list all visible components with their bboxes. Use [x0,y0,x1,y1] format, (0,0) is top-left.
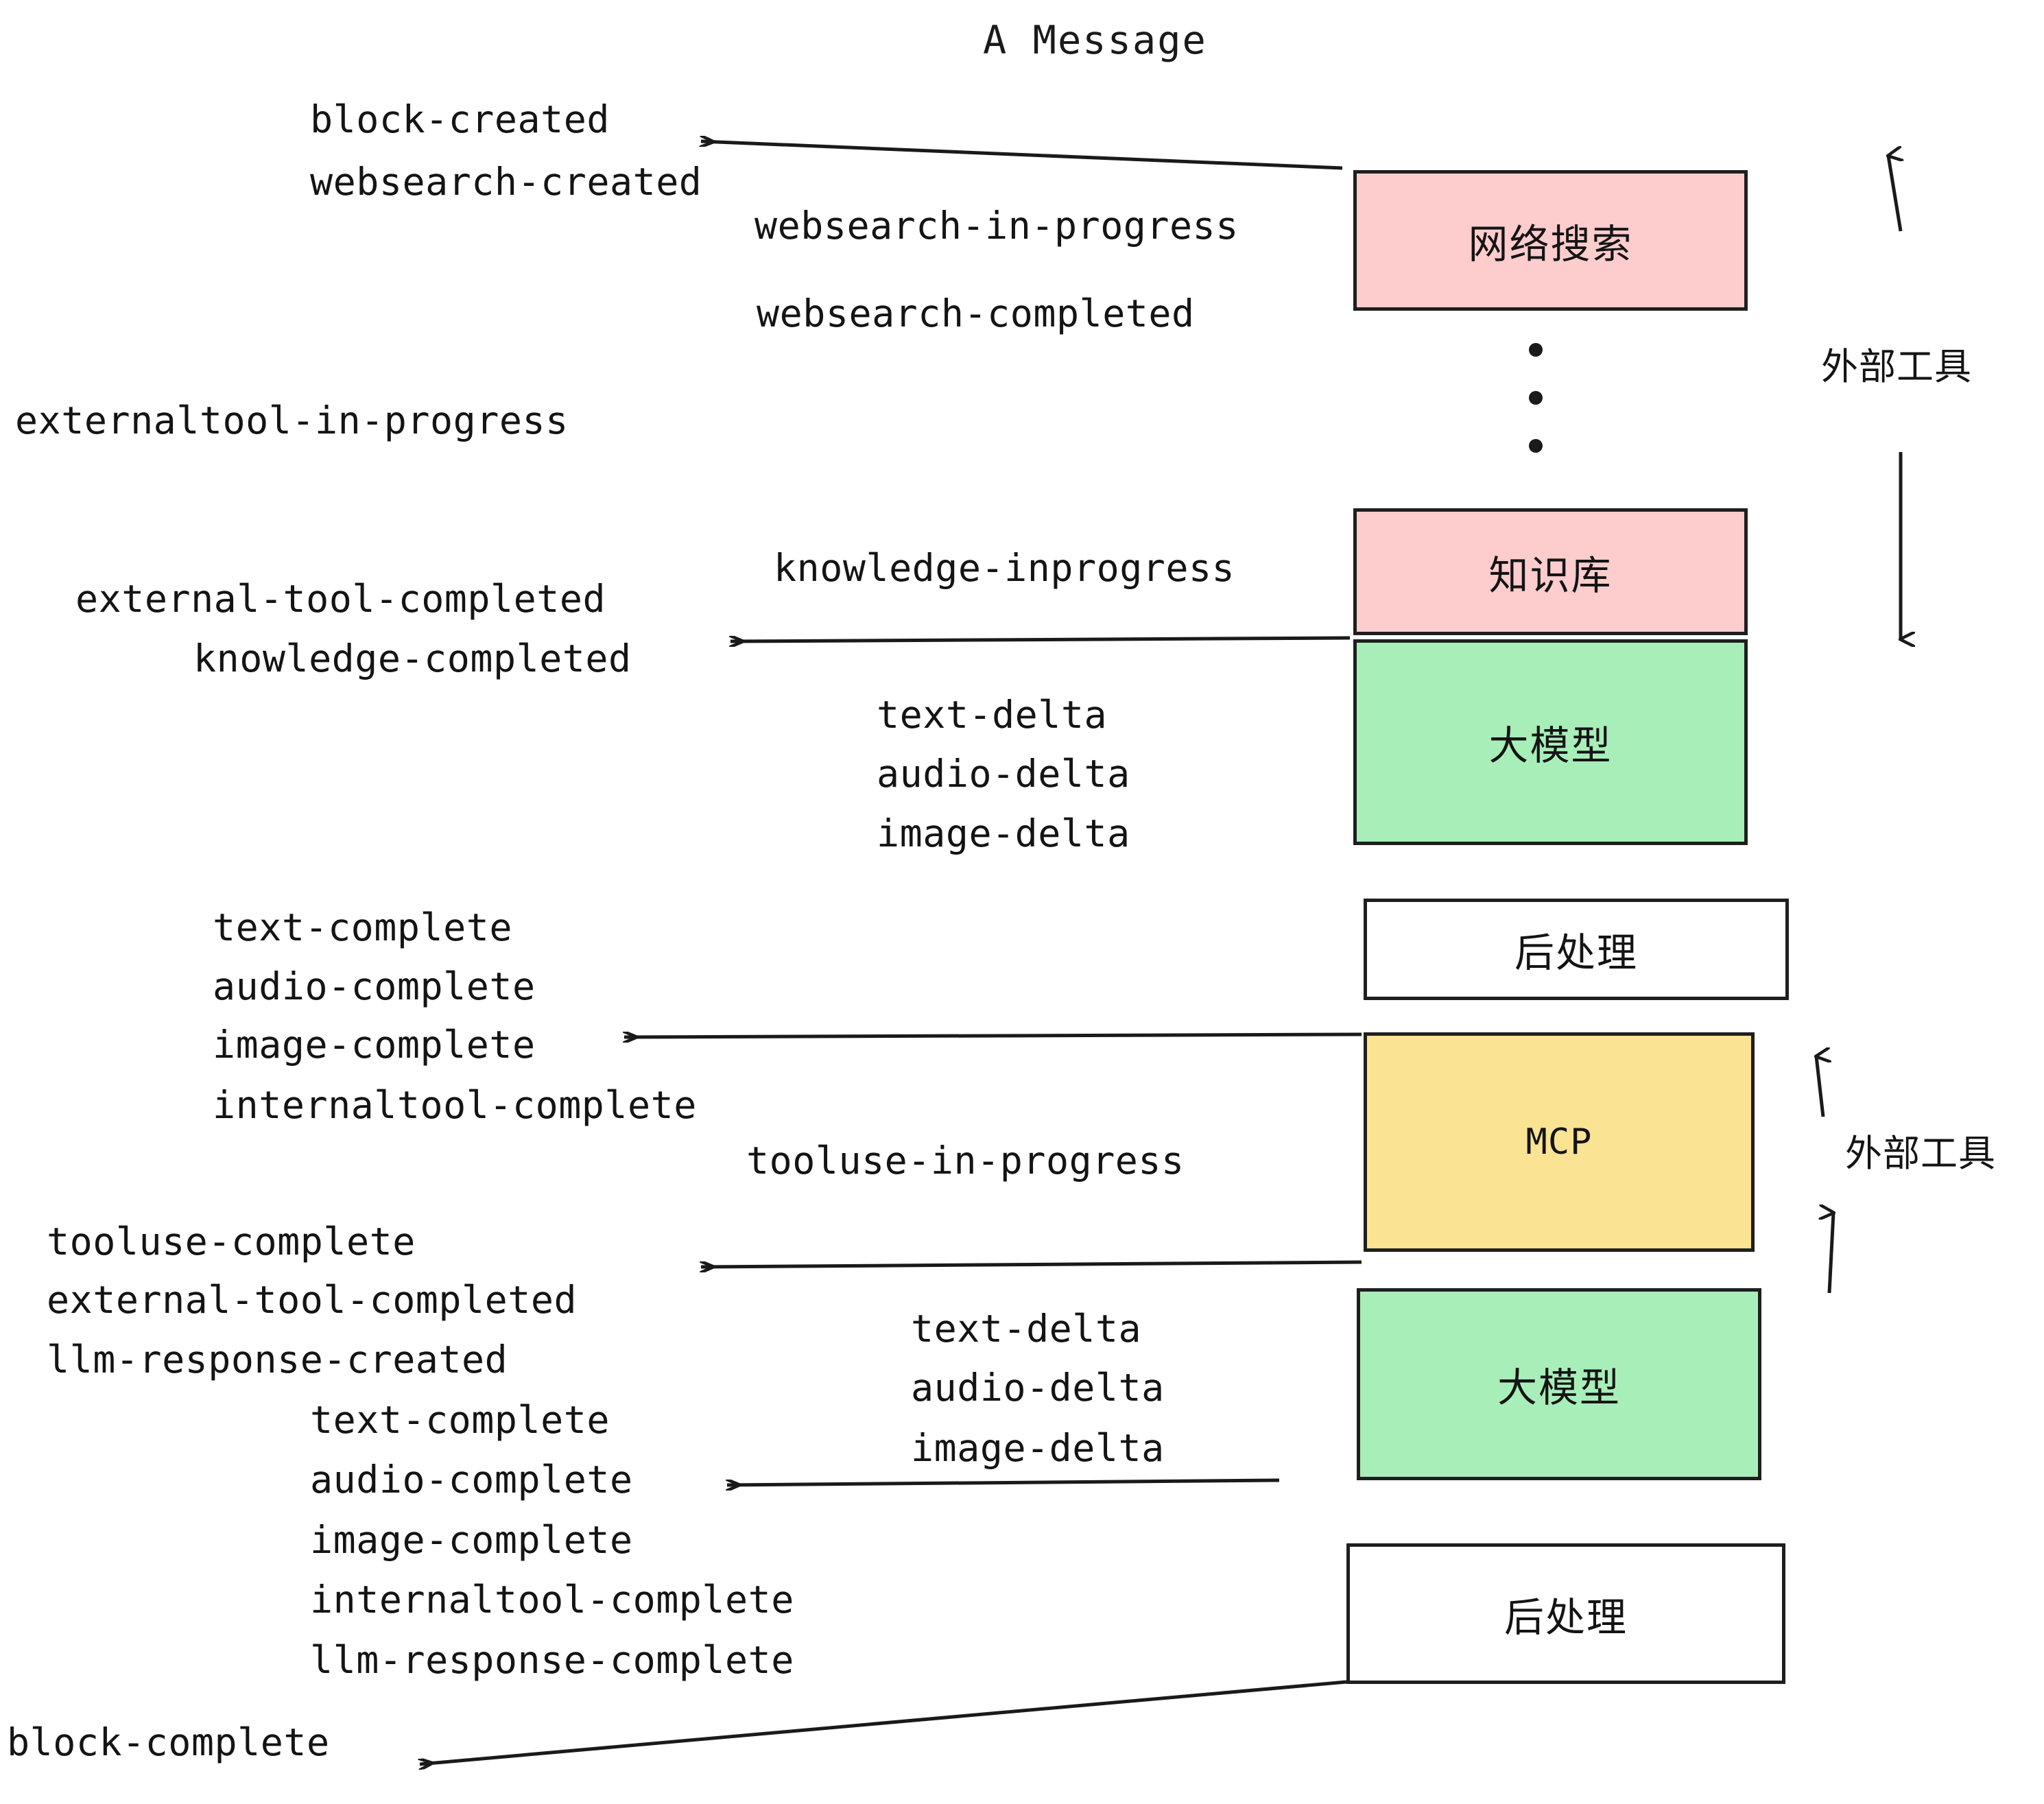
event-label-tooluse-complete: tooluse-complete [47,1220,416,1263]
arrow-llm2-to-audio-complete [727,1478,1280,1485]
event-label-knowledge-inprogress: knowledge-inprogress [774,546,1235,590]
arrow-external-tools-bottom-up [1816,1056,1823,1117]
event-label-websearch-completed: websearch-completed [757,292,1195,335]
node-knowledge: 知识库 [1353,508,1748,635]
node-websearch: 网络搜索 [1353,170,1748,311]
side-label-external-tools-bottom: 外部工具 [1845,1132,1996,1175]
event-label-websearch-created: websearch-created [310,160,702,204]
node-websearch-label: 网络搜索 [1468,220,1633,268]
event-label-audio-delta-1: audio-delta [877,752,1130,796]
arrow-external-tools-bottom-down [1829,1213,1833,1294]
event-label-image-delta-1: image-delta [877,811,1130,855]
event-label-audio-delta-2: audio-delta [911,1366,1165,1410]
ellipsis-dot [1529,439,1543,453]
node-mcp-label: MCP [1525,1121,1593,1163]
ellipsis-dot [1529,343,1543,357]
event-label-image-delta-2: image-delta [911,1426,1165,1470]
event-label-externaltool-in-progress: externaltool-in-progress [15,399,569,442]
arrow-external-tools-top-up [1888,156,1901,232]
event-label-internaltool-complete-1: internaltool-complete [213,1083,697,1127]
node-knowledge-label: 知识库 [1488,551,1613,599]
node-llm-1-label: 大模型 [1488,722,1613,769]
node-postprocess-2-label: 后处理 [1504,1593,1628,1641]
event-label-block-complete: block-complete [7,1720,330,1764]
event-label-text-complete-1: text-complete [213,905,512,949]
event-label-audio-complete-2: audio-complete [310,1458,633,1502]
event-label-image-complete-2: image-complete [310,1518,633,1562]
vertical-ellipsis-icon [1528,343,1543,453]
arrow-websearch-to-created [701,141,1343,170]
event-label-llm-response-complete: llm-response-complete [310,1638,794,1682]
node-mcp: MCP [1364,1032,1755,1252]
ellipsis-dot [1529,391,1543,405]
node-llm-2: 大模型 [1357,1288,1761,1480]
event-label-llm-response-created: llm-response-created [47,1338,508,1381]
node-postprocess-2: 后处理 [1346,1543,1785,1684]
event-label-audio-complete-1: audio-complete [213,964,536,1008]
event-label-text-delta-1: text-delta [877,693,1108,737]
arrow-postprocess1-to-image-complete [624,1034,1362,1037]
node-llm-1: 大模型 [1353,639,1748,845]
event-label-knowledge-completed: knowledge-completed [193,637,632,680]
node-llm-2-label: 大模型 [1497,1364,1621,1411]
event-label-internaltool-complete-2: internaltool-complete [310,1578,794,1622]
arrow-knowledge-to-completed [730,638,1351,641]
event-label-image-complete-1: image-complete [213,1023,536,1067]
event-label-external-tool-completed-1: external-tool-completed [75,577,606,621]
event-label-text-delta-2: text-delta [911,1307,1142,1351]
arrow-mcp-to-tooluse-complete [701,1260,1362,1267]
event-label-block-created: block-created [310,97,610,141]
arrow-postprocess2-to-block-complete [420,1680,1347,1764]
event-label-external-tool-completed-2: external-tool-completed [47,1278,578,1322]
side-label-external-tools-top: 外部工具 [1821,345,1972,388]
event-label-tooluse-in-progress: tooluse-in-progress [746,1139,1185,1183]
diagram-title: A Message [983,18,1207,63]
node-postprocess-1: 后处理 [1364,899,1789,1000]
event-label-text-complete-2: text-complete [310,1398,610,1442]
node-postprocess-1-label: 后处理 [1514,929,1638,976]
event-label-websearch-in-progress: websearch-in-progress [754,204,1239,248]
